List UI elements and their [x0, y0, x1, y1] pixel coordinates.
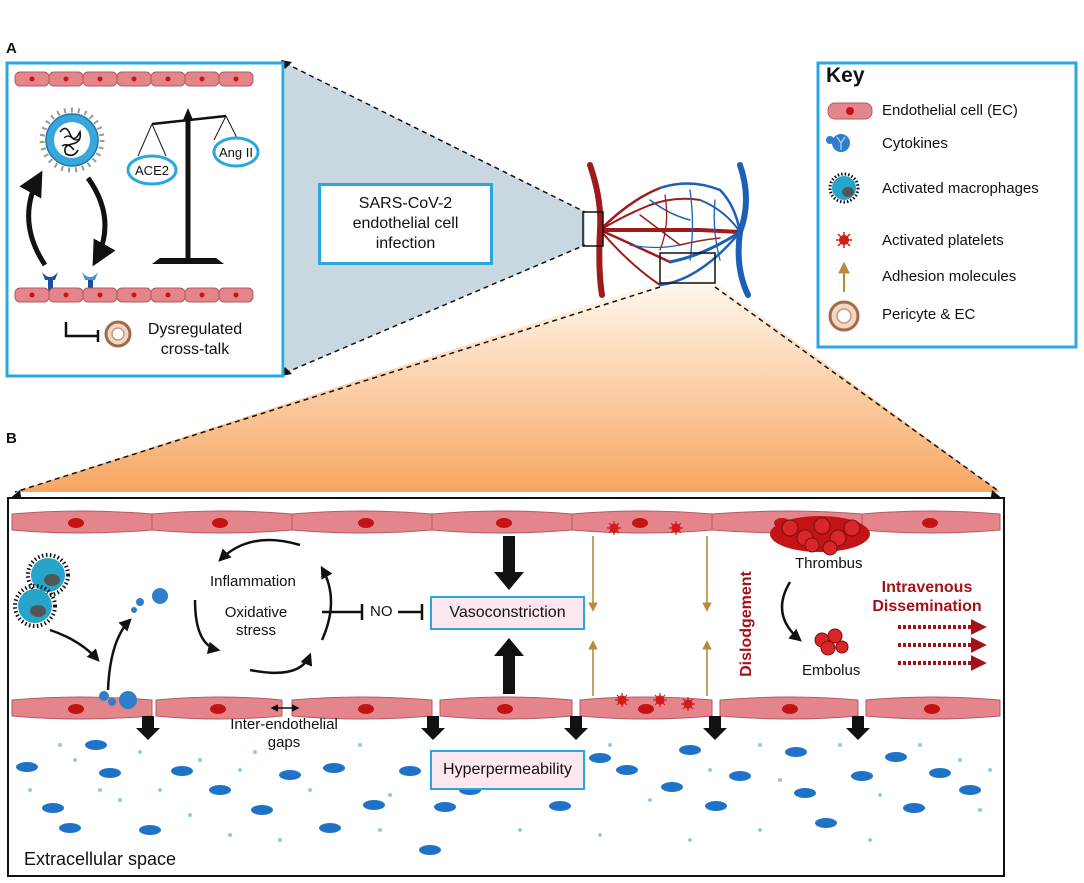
gaps-line-1: Inter-endothelial — [230, 716, 338, 733]
zoom-line-bottom — [284, 244, 586, 374]
zoom-line-left — [14, 286, 661, 493]
zoom-line-top — [284, 62, 586, 213]
cytokine-icon — [826, 134, 850, 152]
platelets-bottom — [615, 693, 695, 711]
callout-line-2: endothelial cell — [352, 215, 459, 232]
no-inhibitor-1 — [322, 604, 364, 620]
infection-callout: SARS-CoV-2 endothelial cell infection — [318, 183, 493, 265]
hyperpermeability-box: Hyperpermeability — [430, 750, 585, 790]
thrombus-label: Thrombus — [795, 555, 863, 572]
zoom-wedge-b — [15, 282, 1000, 492]
key-item-platelets: Activated platelets — [882, 232, 1004, 249]
extracellular-label: Extracellular space — [24, 849, 177, 869]
virus-icon — [39, 107, 105, 173]
thrombus-clot — [770, 516, 870, 556]
macrophage-icon — [828, 172, 860, 204]
platelets-top — [607, 521, 683, 535]
callout-line-3: infection — [375, 235, 436, 252]
dislodgement-arrow — [780, 581, 802, 642]
crosstalk-label: Dysregulated cross-talk — [130, 320, 260, 360]
key-item-endothelial: Endothelial cell (EC) — [882, 102, 1018, 119]
oxidative-line-1: Oxidative — [224, 604, 288, 621]
receptor-icon — [42, 272, 98, 292]
vasoconstriction-arrow-up — [494, 638, 524, 694]
balance-scale-icon — [126, 108, 260, 264]
endothelial-row-top — [14, 71, 254, 87]
embolus-clot — [814, 628, 849, 656]
crosstalk-line-1: Dysregulated — [147, 321, 243, 338]
cytokines-released — [131, 588, 168, 613]
dissemination-arrows — [898, 619, 987, 671]
no-inhibitor-2 — [398, 604, 424, 620]
cycle-arrow-down — [85, 176, 116, 267]
dissemination-line-2: Dissemination — [872, 598, 982, 615]
vasoconstriction-arrow-down — [494, 536, 524, 590]
panel-b-letter: B — [6, 430, 17, 447]
ace2-label: ACE2 — [135, 163, 169, 178]
gaps-line-2: gaps — [267, 734, 301, 751]
key-item-pericyte: Pericyte & EC — [882, 306, 976, 323]
gaps-label: Inter-endothelial gaps — [196, 716, 372, 752]
oxidative-stress-label: Oxidative stress — [204, 604, 308, 640]
crosstalk-inhibitor — [64, 322, 100, 342]
crosstalk-line-2: cross-talk — [160, 341, 230, 358]
vasoconstriction-box: Vasoconstriction — [430, 596, 585, 630]
endothelial-cell-icon — [827, 102, 873, 120]
key-item-macrophages: Activated macrophages — [882, 180, 1039, 197]
vessel-network-icon — [587, 162, 751, 298]
pericyte-icon — [828, 300, 860, 332]
dissemination-label: Intravenous Dissemination — [856, 578, 998, 616]
macrophage-cell-1 — [26, 553, 70, 597]
endothelial-row-bottom-b — [11, 696, 1001, 720]
key-item-adhesion: Adhesion molecules — [882, 268, 1017, 285]
macrophage-cell-2 — [13, 584, 57, 628]
pericyte-icon-a — [104, 320, 132, 348]
key-title: Key — [826, 64, 865, 87]
macrophage-to-ec-arrow — [49, 628, 100, 662]
platelet-icon — [836, 232, 852, 248]
panel-a-box — [5, 61, 285, 378]
cycle-arrow-up — [19, 170, 48, 267]
panel-a-letter: A — [6, 40, 17, 57]
no-label: NO — [370, 603, 393, 620]
inflammation-cycle — [193, 538, 333, 675]
ec-to-cytokine-arrow — [106, 618, 132, 691]
inflammation-label: Inflammation — [210, 573, 296, 590]
leak-arrows — [136, 716, 870, 740]
oxidative-line-2: stress — [235, 622, 276, 639]
callout-line-1: SARS-CoV-2 — [358, 195, 453, 212]
cytokines-bound — [99, 691, 137, 709]
zoom-line-right — [714, 286, 1001, 493]
dislodgement-label: Dislodgement — [737, 571, 755, 677]
embolus-label: Embolus — [802, 662, 861, 679]
key-item-cytokines: Cytokines — [882, 135, 948, 152]
dissemination-line-1: Intravenous — [881, 579, 973, 596]
ang-ii-label: Ang II — [219, 145, 253, 160]
endothelial-row-bottom-a — [14, 287, 254, 303]
zoom-box-small-2 — [659, 252, 716, 284]
zoom-box-small-1 — [582, 211, 604, 247]
